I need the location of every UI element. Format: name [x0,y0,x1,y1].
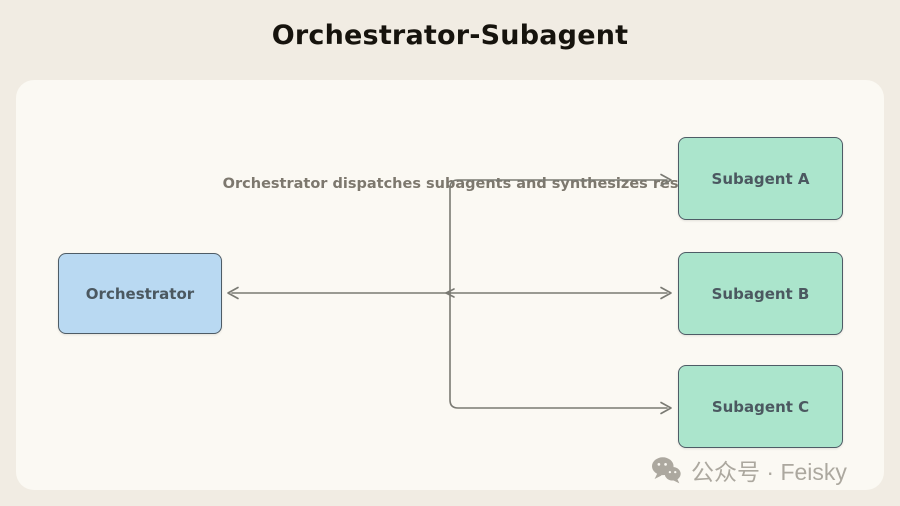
node-orchestrator: Orchestrator [58,253,222,334]
node-subagent-b: Subagent B [678,252,843,335]
node-subagent-a: Subagent A [678,137,843,220]
node-subagent-c-label: Subagent C [711,397,810,416]
node-subagent-a-label: Subagent A [711,169,810,188]
node-orchestrator-label: Orchestrator [85,284,195,303]
node-subagent-b-label: Subagent B [711,284,810,303]
page-title: Orchestrator-Subagent [271,20,629,51]
wechat-icon [652,457,681,484]
watermark-text: 公众号 · Feisky [691,459,847,485]
watermark: 公众号 · Feisky [650,452,890,488]
node-subagent-c: Subagent C [678,365,843,448]
